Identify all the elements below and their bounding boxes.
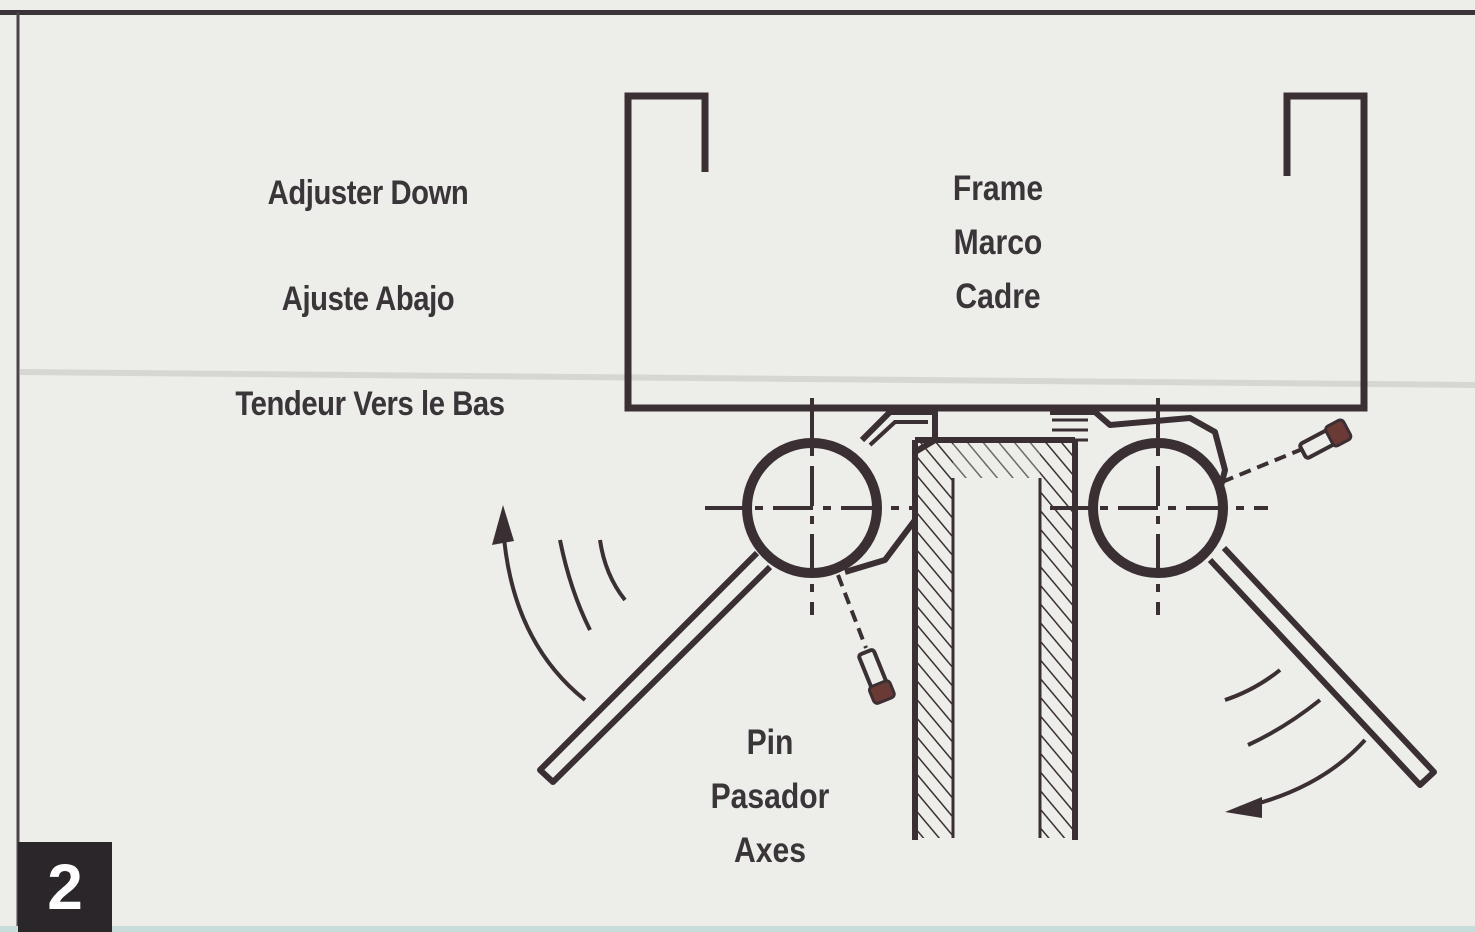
figure-number-badge: 2 <box>18 842 112 932</box>
right-spring-arm <box>1207 545 1437 788</box>
label-frame-fr: Cadre <box>955 277 1041 316</box>
left-pin-leader <box>836 574 868 649</box>
right-rotation-arrowhead <box>1225 797 1262 818</box>
left-hinge-bracket <box>844 409 938 575</box>
label-frame-en: Frame <box>952 169 1044 208</box>
right-pin <box>1298 418 1353 460</box>
left-hinge-bracket-top <box>868 420 928 447</box>
label-adjuster-fr: Tendeur Vers le Bas <box>235 385 505 423</box>
left-rotation-arrow <box>501 524 587 702</box>
left-motion-line-2 <box>598 539 627 602</box>
frame-label-group: Frame Marco Cadre <box>898 162 1098 324</box>
center-post-hatch-left <box>915 440 953 838</box>
center-post-top-hatch <box>953 440 1040 478</box>
paper-fold-line <box>19 369 1475 388</box>
label-pin-en: Pin <box>746 723 794 762</box>
label-adjuster-es: Ajuste Abajo <box>281 280 455 318</box>
right-hinge-bracket <box>1050 409 1228 491</box>
label-adjuster-en: Adjuster Down <box>267 174 469 212</box>
label-pin-es: Pasador <box>710 777 830 816</box>
label-pin-fr: Axes <box>734 831 806 870</box>
frame-outline <box>624 92 1368 412</box>
label-frame-es: Marco <box>953 223 1043 262</box>
left-spring-arm <box>537 550 773 785</box>
page-top-border <box>0 10 1475 15</box>
left-motion-line-1 <box>558 539 592 631</box>
right-hinge-bracket-coil <box>1052 418 1088 442</box>
pin-label-group: Pin Pasador Axes <box>670 716 870 878</box>
left-rotation-arrowhead <box>492 505 514 545</box>
left-pin <box>857 648 896 705</box>
center-post-hatch-right <box>1040 440 1075 838</box>
right-motion-line-1 <box>1224 668 1282 702</box>
right-pin-leader <box>1221 448 1301 484</box>
page-bottom-strip <box>0 926 1475 932</box>
right-motion-line-2 <box>1247 698 1322 747</box>
